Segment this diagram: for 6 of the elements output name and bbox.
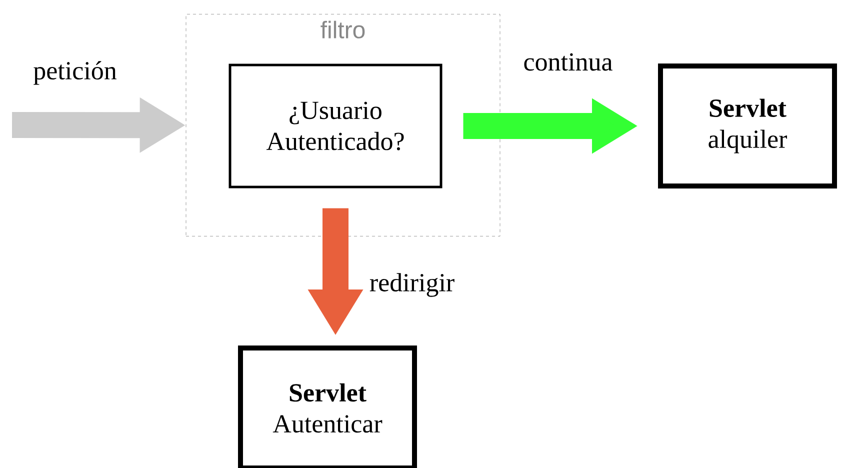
edge-label: continua <box>524 53 612 71</box>
edge-label: redirigir <box>370 273 454 297</box>
edge-label: petición <box>34 61 117 85</box>
servlet-box: Servlet alquiler <box>658 64 837 188</box>
question-box: ¿Usuario Autenticado? <box>228 64 442 188</box>
servlet-box: Servlet Autenticar <box>238 346 417 468</box>
